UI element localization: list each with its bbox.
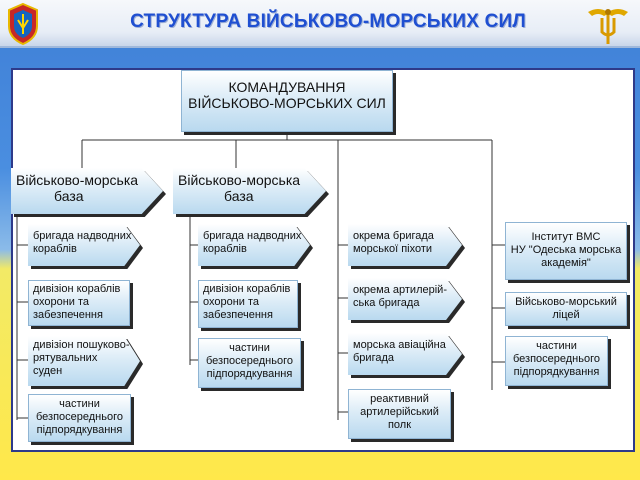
unit-line: забезпечення [203,309,273,321]
unit-line: підпорядкування [36,424,123,436]
unit-box: дивізіон кораблів охорони та забезпеченн… [198,280,298,328]
unit-line: охорони та [203,296,260,308]
unit-line: окрема артилерій- [353,284,447,296]
command-line1: КОМАНДУВАННЯ [228,79,346,95]
unit-line: частини [536,340,577,352]
unit-line: дивізіон кораблів [203,283,291,295]
unit-line: суден [33,365,63,377]
unit-line: дивізіон кораблів [33,283,121,295]
unit-box: окрема бригада морської піхоти [348,224,465,269]
unit-box: дивізіон пошуково- рятувальних суден [28,336,143,389]
naval-base-2: Військово-морська база [173,168,329,217]
unit-box: бригада надводних кораблів [198,224,313,269]
header-bar: СТРУКТУРА ВІЙСЬКОВО-МОРСЬКИХ СИЛ [0,0,640,48]
unit-box: Військово-морський ліцей [505,292,627,326]
unit-box: частини безпосереднього підпорядкування [198,338,301,388]
page-title: СТРУКТУРА ВІЙСЬКОВО-МОРСЬКИХ СИЛ [130,11,526,32]
unit-line: підпорядкування [513,366,600,378]
unit-line: артилерійський [360,406,439,418]
base-label-2: база [224,188,254,204]
base-label-2: база [54,188,84,204]
trident-icon [588,9,628,44]
unit-line: дивізіон пошуково- [33,339,130,351]
unit-line: НУ "Одеська морська [510,244,622,256]
unit-line: підпорядкування [206,368,293,380]
naval-base-1: Військово-морська база [11,168,166,217]
unit-box: реактивний артилерійський полк [348,389,451,439]
unit-line: бригада [353,352,394,364]
unit-line: безпосереднього [512,353,600,365]
unit-line: полк [387,419,412,431]
unit-line: рятувальних [33,352,98,364]
unit-box: морська авіаційна бригада [348,333,465,378]
unit-line: безпосереднього [205,355,293,367]
unit-line: Інститут ВМС [531,231,601,243]
unit-line: ська бригада [353,297,420,309]
unit-line: безпосереднього [35,411,123,423]
unit-box: бригада надводних кораблів [28,224,143,269]
unit-line: академія" [541,257,591,269]
unit-line: ліцей [552,309,580,321]
unit-box: частини безпосереднього підпорядкування [28,394,131,442]
unit-line: частини [59,398,100,410]
unit-line: охорони та [33,296,90,308]
unit-line: кораблів [33,243,77,255]
unit-line: реактивний [370,393,429,405]
unit-line: Військово-морський [515,296,617,308]
unit-line: бригада надводних [33,230,132,242]
base-label-1: Військово-морська [16,172,139,188]
unit-box: Інститут ВМС НУ "Одеська морська академі… [505,222,627,280]
command-line2: ВІЙСЬКОВО-МОРСЬКИХ СИЛ [188,95,386,111]
unit-line: окрема бригада [353,230,434,242]
coat-of-arms-icon [8,2,38,46]
command-box: КОМАНДУВАННЯ ВІЙСЬКОВО-МОРСЬКИХ СИЛ [181,70,393,132]
unit-box: частини безпосереднього підпорядкування [505,336,608,386]
unit-box: дивізіон кораблів охорони та забезпеченн… [28,280,130,326]
unit-line: кораблів [203,243,247,255]
base-label-1: Військово-морська [178,172,301,188]
unit-line: морської піхоти [353,243,433,255]
unit-line: морська авіаційна [353,339,446,351]
unit-box: окрема артилерій- ська бригада [348,278,465,323]
unit-line: забезпечення [33,309,103,321]
unit-line: частини [229,342,270,354]
unit-line: бригада надводних [203,230,302,242]
